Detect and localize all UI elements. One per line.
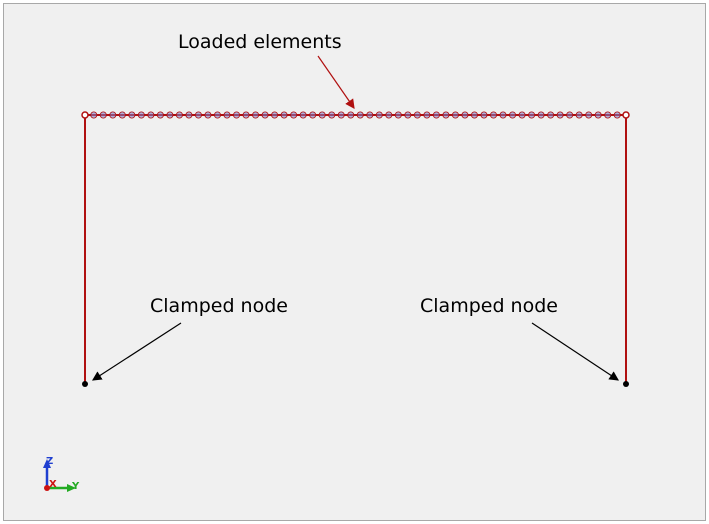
loaded-element-marker: [394, 111, 402, 119]
loaded-element-marker: [366, 111, 374, 119]
loaded-element-marker: [318, 111, 326, 119]
loaded-element-marker: [252, 111, 260, 119]
loaded-element-marker: [613, 111, 621, 119]
loaded-element-marker: [204, 111, 212, 119]
loaded-element-marker: [156, 111, 164, 119]
loaded-element-marker: [480, 111, 488, 119]
loaded-element-marker: [528, 111, 536, 119]
x-axis-dot: [44, 485, 50, 491]
loaded-element-marker: [499, 111, 507, 119]
model-viewport[interactable]: [3, 3, 706, 521]
loaded-element-marker: [509, 111, 517, 119]
loaded-element-marker: [261, 111, 269, 119]
loaded-element-marker: [90, 111, 98, 119]
loaded-element-marker: [537, 111, 545, 119]
loaded-element-marker: [575, 111, 583, 119]
axis-triad: Z X Y: [43, 456, 80, 492]
loaded-element-marker: [185, 111, 193, 119]
loaded-element-marker: [518, 111, 526, 119]
loaded-element-marker: [137, 111, 145, 119]
loaded-element-marker: [128, 111, 136, 119]
loaded-element-marker: [109, 111, 117, 119]
loaded-element-marker: [375, 111, 383, 119]
loaded-element-marker: [470, 111, 478, 119]
loaded-element-marker: [347, 111, 355, 119]
loaded-element-marker: [594, 111, 602, 119]
loaded-element-marker: [242, 111, 250, 119]
loaded-element-marker: [585, 111, 593, 119]
loaded-element-marker: [147, 111, 155, 119]
loaded-element-marker: [547, 111, 555, 119]
loaded-element-marker: [404, 111, 412, 119]
loaded-element-marker: [490, 111, 498, 119]
loaded-element-marker: [356, 111, 364, 119]
loaded-element-marker: [328, 111, 336, 119]
clamped-node-right-arrow: [531, 322, 620, 381]
clamped-node-right-marker: [623, 381, 629, 387]
loaded-element-marker: [309, 111, 317, 119]
loaded-element-marker: [194, 111, 202, 119]
loaded-element-marker: [280, 111, 288, 119]
loaded-element-marker: [556, 111, 564, 119]
clamped-node-left-label: Clamped node: [150, 295, 288, 317]
loaded-element-marker: [213, 111, 221, 119]
z-axis-label: Z: [46, 456, 53, 467]
loaded-element-marker: [442, 111, 450, 119]
loaded-element-marker: [604, 111, 612, 119]
loaded-element-marker: [423, 111, 431, 119]
loaded-elements-arrow: [317, 55, 355, 109]
loaded-element-marker: [271, 111, 279, 119]
z-axis-arrowhead: [43, 459, 51, 468]
loaded-elements-label: Loaded elements: [178, 31, 342, 53]
loaded-element-marker: [223, 111, 231, 119]
loaded-element-markers: [90, 111, 621, 119]
beam-node-right: [622, 111, 630, 119]
x-axis-label: X: [49, 479, 57, 490]
loaded-element-marker: [166, 111, 174, 119]
beam-node-left: [81, 111, 89, 119]
loaded-element-marker: [233, 111, 241, 119]
loaded-element-marker: [299, 111, 307, 119]
y-axis-arrowhead: [67, 484, 76, 492]
loaded-element-marker: [461, 111, 469, 119]
loaded-element-marker: [99, 111, 107, 119]
loaded-element-marker: [385, 111, 393, 119]
loaded-element-marker: [432, 111, 440, 119]
y-axis-label: Y: [71, 481, 80, 492]
loaded-element-marker: [413, 111, 421, 119]
loaded-element-marker: [290, 111, 298, 119]
loaded-element-marker: [337, 111, 345, 119]
loaded-element-marker: [451, 111, 459, 119]
clamped-node-left-marker: [82, 381, 88, 387]
clamped-node-right-label: Clamped node: [420, 295, 558, 317]
clamped-node-left-arrow: [91, 322, 182, 381]
loaded-element-marker: [566, 111, 574, 119]
loaded-element-marker: [175, 111, 183, 119]
loaded-element-marker: [118, 111, 126, 119]
